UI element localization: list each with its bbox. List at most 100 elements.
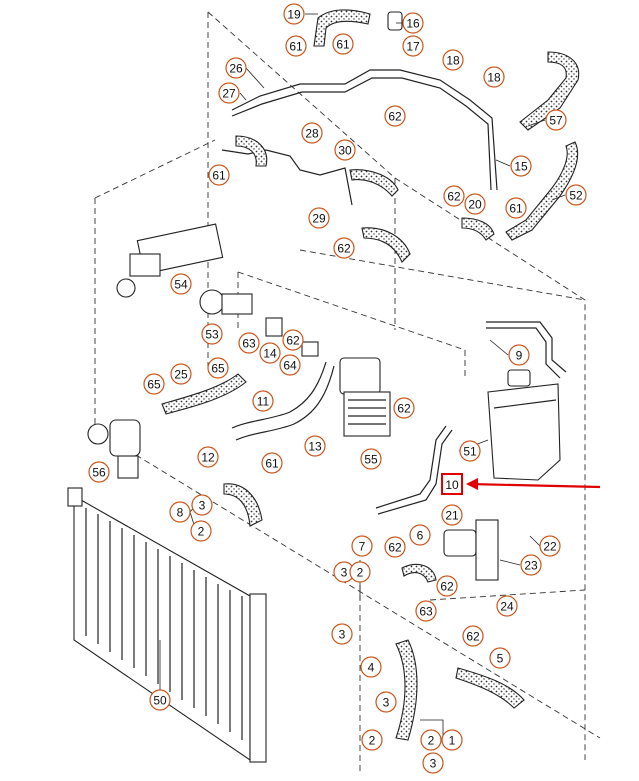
callout-label: 28	[305, 127, 319, 141]
callout-label: 61	[212, 169, 226, 183]
callout-61: 61	[208, 164, 230, 186]
callout-3: 3	[331, 623, 353, 645]
callout-label: 4	[368, 661, 375, 675]
callout-label: 62	[286, 334, 300, 348]
callout-label: 57	[549, 114, 563, 128]
pipe-9-lower	[486, 327, 561, 379]
pipe-10	[375, 425, 447, 509]
callout-circle	[301, 122, 323, 144]
pipe-26	[231, 69, 498, 191]
hose-19	[313, 9, 371, 47]
callout-25: 25	[170, 363, 192, 385]
callout-label: 52	[569, 189, 583, 203]
callout-14: 14	[259, 342, 281, 364]
callout-3: 3	[191, 494, 213, 516]
callout-2: 2	[349, 561, 371, 583]
pipe-11	[231, 361, 327, 429]
hose-62-lower	[361, 227, 411, 263]
callout-circle	[510, 155, 532, 177]
callout-23: 23	[520, 554, 542, 576]
hose-main-lower	[395, 639, 418, 741]
callout-label: 63	[242, 337, 256, 351]
hoses-and-pipes	[161, 9, 580, 741]
pipe-9	[486, 321, 567, 373]
callout-circle	[441, 729, 463, 751]
callout-label: 65	[147, 378, 161, 392]
callout-circle	[384, 105, 406, 127]
highlight-callout: 10	[441, 473, 601, 495]
callout-2: 2	[361, 729, 383, 751]
callout-circle	[88, 461, 110, 483]
callout-label: 30	[338, 144, 352, 158]
callout-62: 62	[384, 105, 406, 127]
callout-circle	[285, 35, 307, 57]
coolant-pump	[443, 519, 499, 581]
callout-circle	[201, 323, 223, 345]
callout-label: 63	[419, 605, 433, 619]
callout-label: 62	[466, 630, 480, 644]
callout-57: 57	[545, 109, 567, 131]
callout-label: 12	[201, 451, 215, 465]
callout-circle	[361, 729, 383, 751]
callout-label: 15	[514, 160, 528, 174]
callout-7: 7	[351, 535, 373, 557]
callout-63: 63	[238, 332, 260, 354]
highlight-label: 10	[445, 478, 459, 492]
hose-25	[161, 373, 247, 415]
callout-circle	[508, 344, 530, 366]
callout-circle	[208, 164, 230, 186]
callout-circle	[565, 184, 587, 206]
callout-24: 24	[496, 595, 518, 617]
callout-label: 61	[289, 40, 303, 54]
callout-label: 61	[509, 202, 523, 216]
highlight-box	[441, 473, 463, 495]
callout-label: 25	[174, 368, 188, 382]
callout-64: 64	[279, 354, 301, 376]
callout-label: 13	[308, 440, 322, 454]
callout-circle	[143, 373, 165, 395]
callout-circle	[496, 595, 518, 617]
callout-9: 9	[508, 344, 530, 366]
callout-label: 22	[543, 540, 557, 554]
callout-label: 55	[364, 453, 378, 467]
callout-label: 16	[406, 17, 420, 31]
callout-circle	[462, 625, 484, 647]
callout-56: 56	[88, 461, 110, 483]
callout-28: 28	[301, 122, 323, 144]
radiator	[67, 487, 267, 763]
components	[67, 11, 561, 763]
callout-label: 6	[417, 529, 424, 543]
callout-circle	[261, 452, 283, 474]
callout-label: 64	[283, 359, 297, 373]
coolant-expansion-tank	[487, 369, 561, 481]
callout-circle	[422, 752, 444, 774]
callout-20: 20	[464, 193, 486, 215]
connectors-14	[265, 317, 319, 357]
callout-label: 5	[497, 652, 504, 666]
highlight-arrowhead	[466, 478, 478, 490]
callout-circle	[149, 689, 171, 711]
callout-label: 61	[265, 457, 279, 471]
hose-52	[505, 141, 579, 241]
callout-label: 65	[211, 362, 225, 376]
callout-circle	[436, 575, 458, 597]
callout-4: 4	[360, 656, 382, 678]
callout-label: 3	[339, 628, 346, 642]
callout-label: 23	[524, 559, 538, 573]
callout-63: 63	[415, 600, 437, 622]
callout-circle	[349, 561, 371, 583]
callout-62: 62	[436, 575, 458, 597]
callout-label: 51	[463, 445, 477, 459]
callout-circle	[304, 435, 326, 457]
callout-circle	[218, 82, 240, 104]
oil-cooler	[339, 357, 391, 437]
callout-label: 19	[287, 8, 301, 22]
callout-label: 26	[229, 62, 243, 76]
callout-circle	[170, 363, 192, 385]
callout-circle	[225, 57, 247, 79]
hose-upper-mid	[349, 169, 399, 197]
callout-label: 50	[153, 694, 167, 708]
callout-label: 14	[263, 347, 277, 361]
callout-29: 29	[308, 207, 330, 229]
